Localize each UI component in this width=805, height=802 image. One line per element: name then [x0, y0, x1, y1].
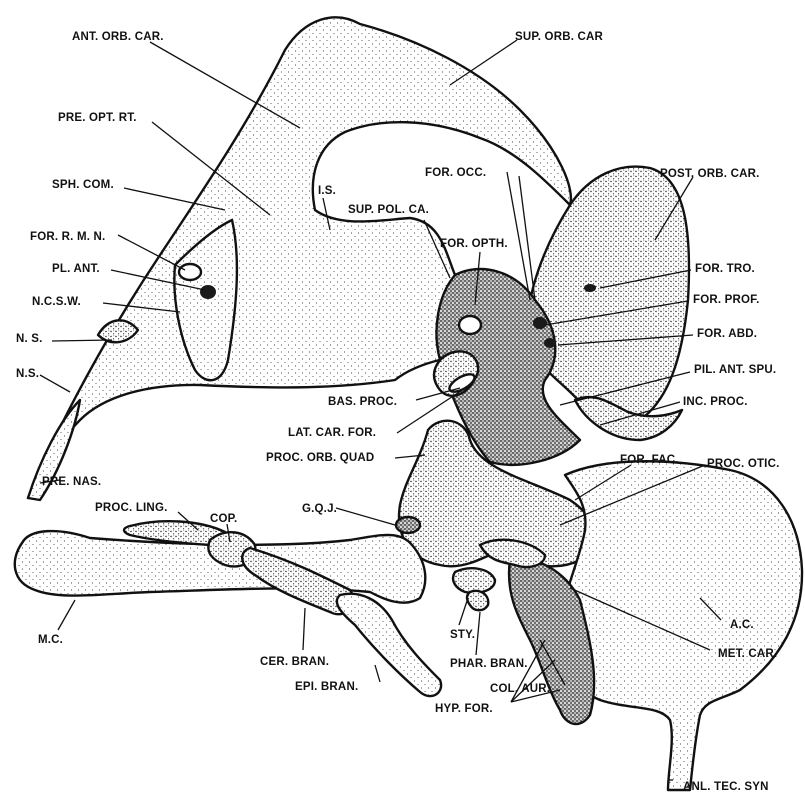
- label-gqj: G.Q.J.: [302, 503, 337, 515]
- label-post-orb-car: POST. ORB. CAR.: [660, 168, 759, 180]
- foramen-prof-dark: [533, 317, 547, 329]
- label-proc-ling: PROC. LING.: [95, 502, 167, 514]
- foramen-trochlear-hole: [584, 284, 596, 292]
- label-pre-nas: PRE. NAS.: [42, 476, 101, 488]
- label-sty: STY.: [450, 629, 475, 641]
- label-cer-bran: CER. BRAN.: [260, 656, 329, 668]
- label-sup-orb-car: SUP. ORB. CAR: [515, 31, 604, 43]
- label-col-aur: COL. AUR.: [490, 683, 550, 695]
- label-bas-proc: BAS. PROC.: [328, 396, 397, 408]
- label-for-opth: FOR. OPTH.: [440, 238, 508, 250]
- foramen-rmn-hole: [179, 264, 201, 280]
- label-for-abd: FOR. ABD.: [697, 328, 757, 340]
- label-pl-ant: PL. ANT.: [52, 263, 100, 275]
- pharyngobranchial-shape: [467, 591, 488, 610]
- label-hyp-for: HYP. FOR.: [435, 703, 493, 715]
- gqj-notch: [396, 517, 420, 533]
- label-inc-proc: INC. PROC.: [683, 396, 748, 408]
- label-ac: A.C.: [730, 619, 754, 631]
- label-ns-1: N. S.: [16, 333, 43, 345]
- planum-antorbitale-dark: [200, 285, 216, 299]
- label-ns-2: N.S.: [16, 368, 39, 380]
- label-epi-bran: EPI. BRAN.: [295, 681, 358, 693]
- label-anl-tec-syn: ANL. TEC. SYN: [683, 781, 769, 793]
- label-for-occ: FOR. OCC.: [425, 167, 486, 179]
- optic-foramen-hole: [459, 316, 481, 334]
- label-pil-ant-spu: PIL. ANT. SPU.: [694, 364, 776, 376]
- label-for-prof: FOR. PROF.: [693, 294, 760, 306]
- label-for-tro: FOR. TRO.: [695, 263, 755, 275]
- stylus-shape: [453, 568, 495, 593]
- label-ant-orb-car: ANT. ORB. CAR.: [72, 31, 164, 43]
- foramen-abd-dark: [544, 338, 556, 348]
- posterior-orbital-cartilage-shape: [528, 167, 689, 425]
- label-sup-pol-ca: SUP. POL. CA.: [348, 204, 429, 216]
- label-is: I.S.: [318, 185, 336, 197]
- label-ncsw: N.C.S.W.: [32, 296, 81, 308]
- label-proc-orb-quad: PROC. ORB. QUAD: [266, 452, 374, 464]
- label-met-car: MET. CAR.: [718, 648, 777, 660]
- label-for-fac: FOR. FAC.: [620, 454, 679, 466]
- label-mc: M.C.: [38, 634, 63, 646]
- label-phar-bran: PHAR. BRAN.: [450, 658, 528, 670]
- label-pre-opt-rt: PRE. OPT. RT.: [58, 112, 137, 124]
- label-lat-car-for: LAT. CAR. FOR.: [288, 427, 376, 439]
- label-proc-otic: PROC. OTIC.: [707, 458, 779, 470]
- label-for-rmn: FOR. R. M. N.: [30, 231, 105, 243]
- label-cop: COP.: [210, 513, 237, 525]
- label-sph-com: SPH. COM.: [52, 179, 114, 191]
